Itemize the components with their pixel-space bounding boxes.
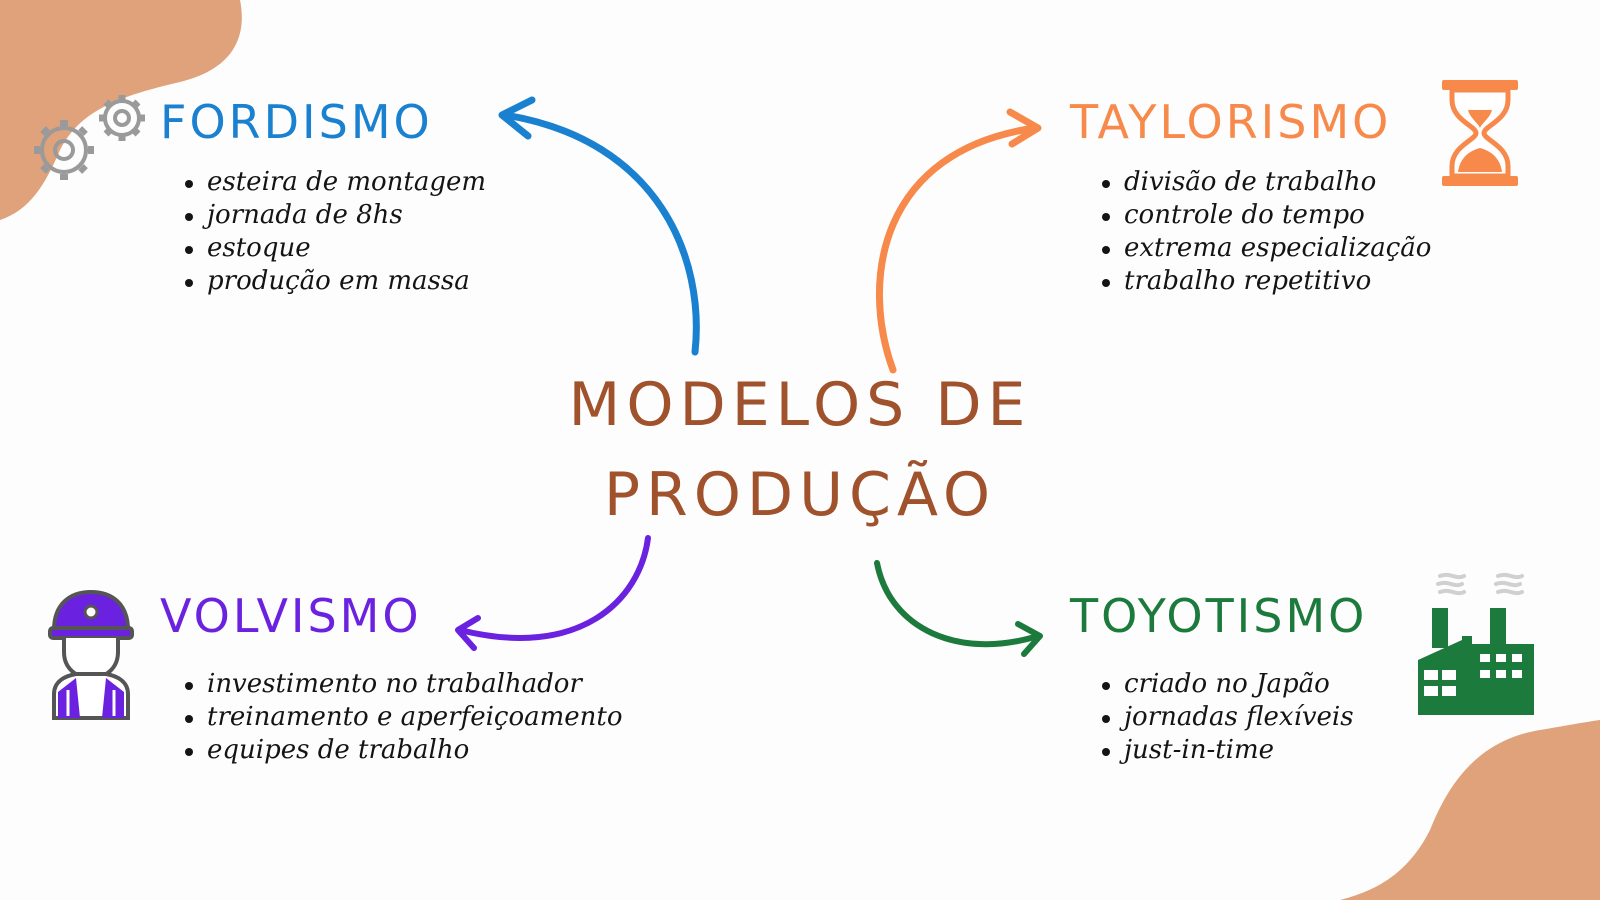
list-item: estoque [183, 232, 486, 265]
arrowhead-toyotismo [1015, 621, 1043, 657]
taylorismo-list: divisão de trabalho controle do tempo ex… [1100, 166, 1431, 298]
decorative-blob-bottom-right [1340, 720, 1600, 900]
center-title-line2: PRODUÇÃO [603, 460, 997, 530]
toyotismo-list: criado no Japão jornadas flexíveis just-… [1100, 668, 1354, 767]
factory-icon [1418, 572, 1534, 715]
volvismo-list: investimento no trabalhador treinamento … [183, 668, 623, 767]
center-title-line1: MODELOS DE [568, 370, 1032, 440]
arrowhead-volvismo [455, 615, 481, 651]
arrowhead-taylorismo [1006, 108, 1042, 148]
arrow-to-volvismo [457, 535, 651, 641]
arrow-to-taylorismo [875, 124, 1039, 374]
worker-icon [48, 590, 134, 720]
list-item: criado no Japão [1100, 668, 1354, 701]
volvismo-title: VOLVISMO [160, 589, 422, 643]
list-item: just-in-time [1100, 734, 1354, 767]
arrow-to-fordismo [501, 111, 700, 356]
fordismo-title: FORDISMO [160, 95, 433, 149]
gears-icon [34, 95, 145, 180]
list-item: jornadas flexíveis [1100, 701, 1354, 734]
list-item: esteira de montagem [183, 166, 486, 199]
decorative-blob-top-left [0, 0, 242, 220]
arrowhead-fordismo [498, 96, 536, 140]
list-item: controle do tempo [1100, 199, 1431, 232]
hourglass-icon [1442, 80, 1518, 186]
list-item: equipes de trabalho [183, 734, 623, 767]
list-item: jornada de 8hs [183, 199, 486, 232]
toyotismo-title: TOYOTISMO [1070, 589, 1368, 643]
list-item: divisão de trabalho [1100, 166, 1431, 199]
list-item: produção em massa [183, 265, 486, 298]
list-item: investimento no trabalhador [183, 668, 623, 701]
center-title: MODELOS DE PRODUÇÃO [540, 360, 1060, 540]
taylorismo-title: TAYLORISMO [1070, 95, 1392, 149]
fordismo-list: esteira de montagem jornada de 8hs estoq… [183, 166, 486, 298]
list-item: treinamento e aperfeiçoamento [183, 701, 623, 734]
list-item: trabalho repetitivo [1100, 265, 1431, 298]
list-item: extrema especialização [1100, 232, 1431, 265]
arrow-to-toyotismo [874, 560, 1041, 648]
